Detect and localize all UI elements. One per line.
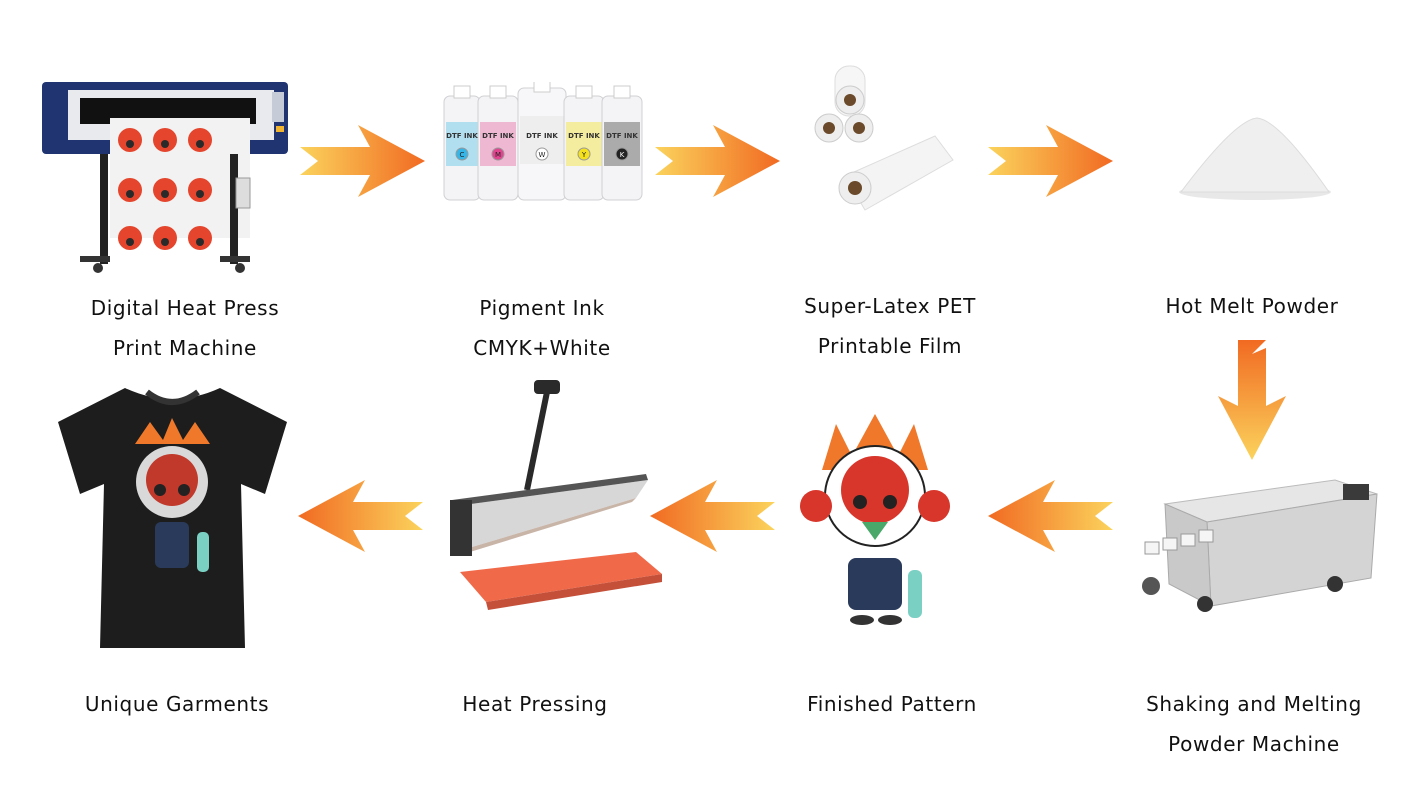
- caption-printer: Digital Heat Press Print Machine: [55, 288, 315, 368]
- arrow-shaker-to-pattern-icon: [988, 480, 1113, 552]
- caption-garment: Unique Garments: [47, 684, 307, 724]
- arrow-powder-to-shaker-icon: [1218, 340, 1286, 460]
- caption-film-line1: Super-Latex PET: [804, 294, 976, 318]
- caption-shaker: Shaking and Melting Powder Machine: [1124, 684, 1384, 764]
- bottle-dot-C: [455, 147, 469, 161]
- caption-shaker-line1: Shaking and Melting: [1146, 692, 1362, 716]
- bottle-label-K: DTF INK: [606, 132, 638, 140]
- arrow-ink-to-film-icon: [655, 125, 780, 197]
- bottle-letter-M: M: [495, 151, 501, 159]
- ink-bottles-illustration: DTF INK C DTF INK M DTF INK W DTF INK Y DTF INK K: [440, 82, 645, 202]
- bottle-letter-Y: Y: [581, 151, 587, 159]
- caption-film-line2: Printable Film: [817, 334, 963, 358]
- bottle-letter-K: K: [620, 151, 625, 159]
- arrow-press-to-garment-icon: [298, 480, 423, 552]
- bottle-dot-W: [535, 147, 549, 161]
- caption-film: Super-Latex PET Printable Film: [760, 286, 1020, 366]
- arrow-pattern-to-press-icon: [650, 480, 775, 552]
- caption-printer-line1: Digital Heat Press: [90, 296, 280, 320]
- caption-pattern-line1: Finished Pattern: [807, 692, 977, 716]
- caption-press-line1: Heat Pressing: [462, 692, 608, 716]
- caption-ink-line1: Pigment Ink: [479, 296, 605, 320]
- pet-film-rolls-illustration: [805, 60, 955, 220]
- bottle-dot-M: [491, 147, 505, 161]
- bottle-label-W: DTF INK: [526, 132, 558, 140]
- bottle-label-C: DTF INK: [446, 132, 478, 140]
- caption-press: Heat Pressing: [405, 684, 665, 724]
- heat-press-illustration: [432, 378, 664, 618]
- arrow-film-to-powder-icon: [988, 125, 1113, 197]
- caption-printer-line2: Print Machine: [113, 336, 257, 360]
- caption-ink: Pigment Ink CMYK+White: [412, 288, 672, 368]
- bottle-label-Y: DTF INK: [568, 132, 600, 140]
- caption-powder: Hot Melt Powder: [1122, 286, 1382, 326]
- tshirt-illustration: [55, 382, 290, 652]
- arrow-printer-to-ink-icon: [300, 125, 425, 197]
- printer-illustration: [40, 78, 290, 278]
- caption-powder-line1: Hot Melt Powder: [1165, 294, 1339, 318]
- bottle-letter-C: C: [460, 151, 465, 159]
- finished-pattern-illustration: [800, 410, 950, 628]
- caption-garment-line1: Unique Garments: [84, 692, 270, 716]
- caption-pattern: Finished Pattern: [762, 684, 1022, 724]
- bottle-label-M: DTF INK: [482, 132, 514, 140]
- caption-ink-line2: CMYK+White: [473, 336, 611, 360]
- shaker-machine-illustration: [1135, 466, 1380, 616]
- bottle-dot-K: [615, 147, 629, 161]
- hot-melt-powder-illustration: [1175, 110, 1335, 200]
- bottle-letter-W: W: [539, 151, 546, 159]
- bottle-dot-Y: [577, 147, 591, 161]
- caption-shaker-line2: Powder Machine: [1168, 732, 1340, 756]
